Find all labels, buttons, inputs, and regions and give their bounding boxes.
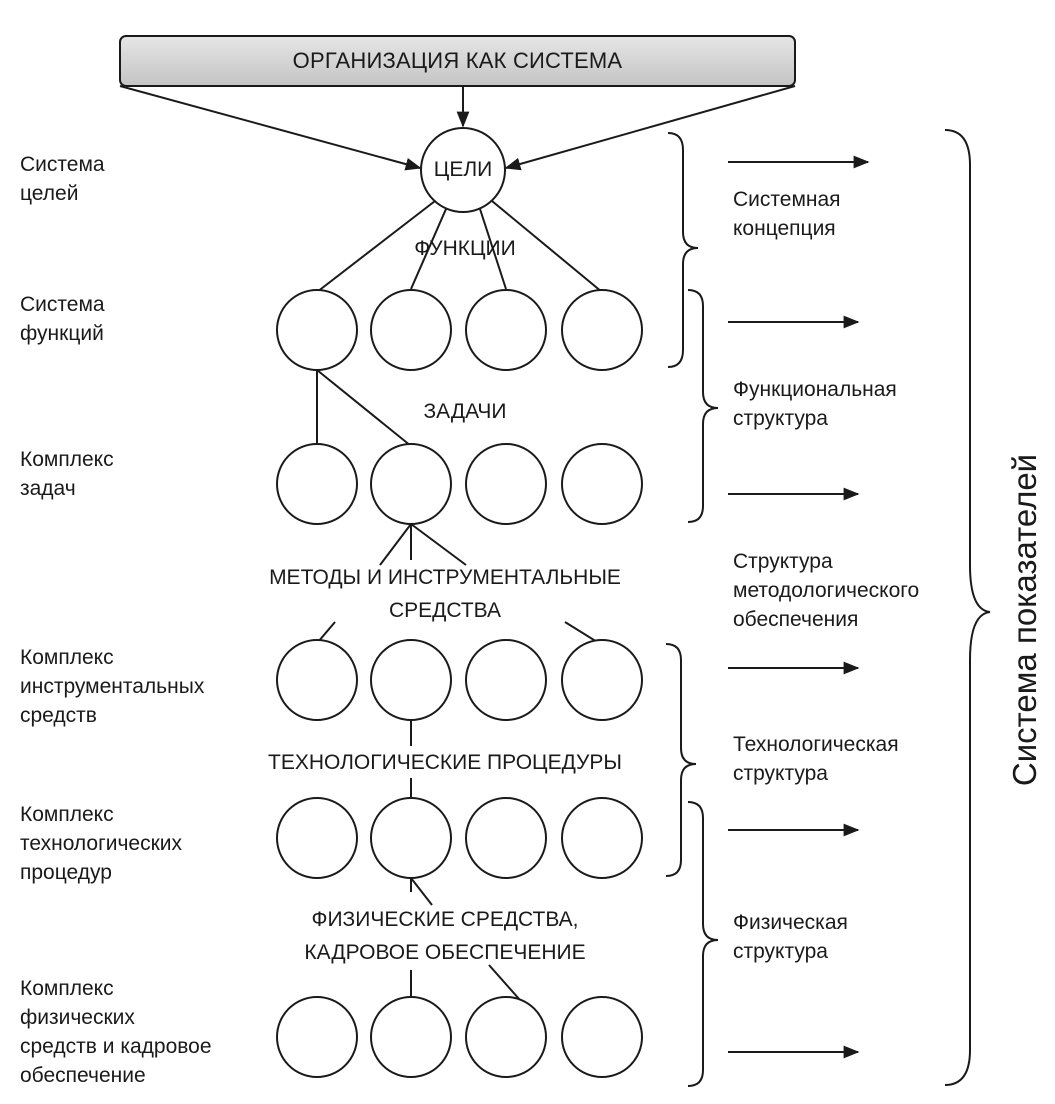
physical-circle-3: [465, 996, 547, 1078]
function-circle-3: [465, 289, 547, 371]
left-label-line: средств и кадровое: [20, 1035, 212, 1058]
task-to-methods-3: [410, 523, 467, 566]
vertical-title-indicators-system: Система показателей: [1006, 453, 1043, 787]
physical-circle-1: [276, 996, 358, 1078]
brace-physical-structure: [687, 801, 719, 1087]
tool-circle-4: [561, 639, 643, 721]
right-label-line: структура: [733, 940, 828, 963]
brace-system-concept: [667, 132, 699, 368]
left-label-line: Комплекс: [20, 977, 114, 1000]
brace-functional-structure: [687, 289, 719, 523]
tasks-label: ЗАДАЧИ: [423, 400, 507, 423]
title-text: ОРГАНИЗАЦИЯ КАК СИСТЕМА: [292, 48, 623, 73]
tool-circle-2: [370, 639, 452, 721]
physical-label-line1: ФИЗИЧЕСКИЕ СРЕДСТВА,: [311, 908, 579, 931]
left-label-line: функций: [20, 322, 104, 345]
title-to-goals-arrow-left: [119, 85, 422, 171]
right-label-line: концепция: [733, 217, 836, 240]
left-label-tools-complex: Комплекс инструментальных средств: [20, 643, 204, 730]
physical-circles: [276, 996, 643, 1078]
left-label-line: физических: [20, 1006, 135, 1029]
left-label-line: Система: [20, 153, 105, 176]
goals-label: ЦЕЛИ: [433, 158, 493, 181]
left-label-functions-system: Система функций: [20, 290, 105, 348]
left-label-line: Комплекс: [20, 646, 114, 669]
left-label-line: технологических: [20, 832, 183, 855]
task-circle-3: [465, 443, 547, 525]
procedure-to-physical-2: [410, 877, 433, 906]
right-label-physical-structure: Физическая структура: [733, 908, 848, 966]
left-label-physical-complex: Комплекс физических средств и кадровое о…: [20, 974, 212, 1090]
title-box-shape: [119, 35, 796, 87]
left-label-line: инструментальных: [20, 675, 205, 698]
left-label-tasks-complex: Комплекс задач: [20, 445, 114, 503]
right-label-line: методологического: [733, 579, 920, 602]
methods-label: МЕТОДЫ И ИНСТРУМЕНТАЛЬНЫЕ СРЕДСТВА: [215, 561, 675, 627]
function-to-task-2: [316, 369, 412, 447]
function-circle-2: [370, 289, 452, 371]
physical-circle-4: [561, 996, 643, 1078]
task-circle-2: [370, 443, 452, 525]
right-label-methodological-structure: Структура методологического обеспечения: [733, 547, 919, 634]
tools-circles: [276, 639, 643, 721]
methods-label-line1: МЕТОДЫ И ИНСТРУМЕНТАЛЬНЫЕ: [269, 566, 621, 589]
functions-label: ФУНКЦИИ: [414, 237, 516, 260]
right-label-line: Технологическая: [733, 733, 899, 756]
tasks-circles: [276, 443, 643, 525]
procedure-circle-3: [465, 797, 547, 879]
functions-circles: [276, 289, 643, 371]
tool-circle-3: [465, 639, 547, 721]
right-label-line: Структура: [733, 550, 833, 573]
procedure-circle-2: [370, 797, 452, 879]
methods-to-tool-1: [317, 621, 336, 643]
task-circle-1: [276, 443, 358, 525]
title-to-goals-arrow-right: [504, 85, 796, 171]
left-label-line: целей: [20, 182, 79, 205]
goals-circle: [420, 127, 506, 213]
right-label-line: Системная: [733, 188, 841, 211]
procedures-circles: [276, 797, 643, 879]
left-label-line: средств: [20, 704, 97, 727]
function-circle-4: [561, 289, 643, 371]
right-label-line: Функциональная: [733, 378, 897, 401]
left-label-line: Система: [20, 293, 105, 316]
right-label-line: Физическая: [733, 911, 848, 934]
task-to-methods-1: [379, 523, 412, 566]
left-label-line: задач: [20, 477, 76, 500]
procedures-label: ТЕХНОЛОГИЧЕСКИЕ ПРОЦЕДУРЫ: [268, 751, 622, 774]
goals-to-function-4: [491, 200, 603, 293]
physical-label-line2: КАДРОВОЕ ОБЕСПЕЧЕНИЕ: [304, 941, 586, 964]
brace-indicators-system: [944, 129, 991, 1086]
right-label-system-concept: Системная концепция: [733, 185, 841, 243]
left-label-line: Комплекс: [20, 803, 114, 826]
methods-label-line2: СРЕДСТВА: [388, 599, 501, 622]
task-circle-4: [561, 443, 643, 525]
left-label-goals-system: Система целей: [20, 150, 105, 208]
right-label-line: обеспечения: [733, 608, 859, 631]
physical-label-to-circle-3: [488, 964, 521, 1001]
function-circle-1: [276, 289, 358, 371]
goals-to-function-1: [316, 200, 436, 293]
right-label-technological-structure: Технологическая структура: [733, 730, 899, 788]
goals-to-function-3: [479, 208, 507, 290]
procedure-circle-4: [561, 797, 643, 879]
tool-circle-1: [276, 639, 358, 721]
brace-technological-structure: [665, 643, 697, 877]
left-label-line: обеспечение: [20, 1064, 146, 1087]
goals-to-function-2: [410, 208, 447, 290]
right-label-functional-structure: Функциональная структура: [733, 375, 897, 433]
left-label-procedures-complex: Комплекс технологических процедур: [20, 800, 182, 887]
right-label-line: структура: [733, 407, 828, 430]
left-label-line: процедур: [20, 861, 112, 884]
right-label-line: структура: [733, 762, 828, 785]
physical-circle-2: [370, 996, 452, 1078]
physical-label: ФИЗИЧЕСКИЕ СРЕДСТВА, КАДРОВОЕ ОБЕСПЕЧЕНИ…: [235, 903, 655, 969]
procedure-circle-1: [276, 797, 358, 879]
left-label-line: Комплекс: [20, 448, 114, 471]
